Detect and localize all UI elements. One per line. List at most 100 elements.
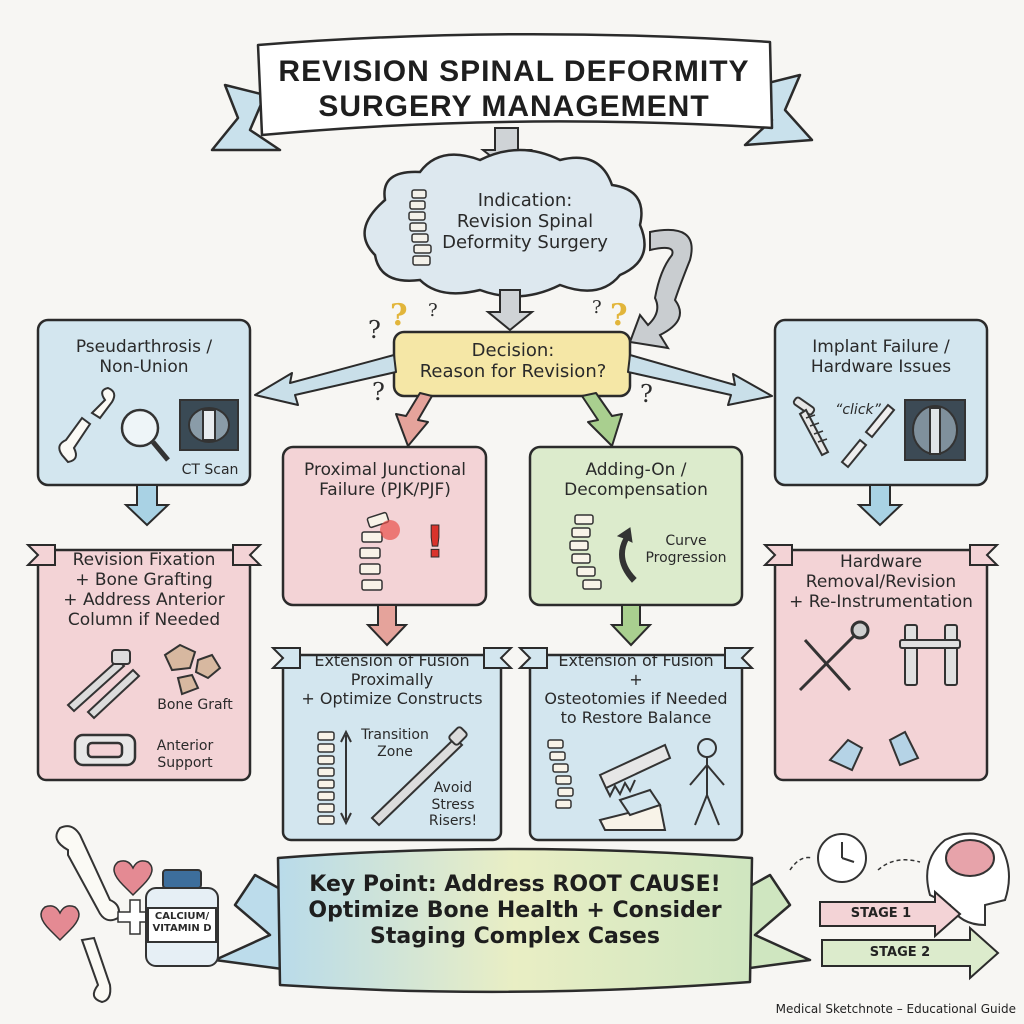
indication-cloud	[363, 148, 646, 298]
title-line-2: SURGERY MANAGEMENT	[318, 90, 710, 124]
indication-line-3: Deformity Surgery	[442, 232, 608, 254]
anterior-support-line-2: Support	[157, 754, 213, 771]
curve-progression-label: Curve Progression	[636, 533, 736, 566]
page-title: REVISION SPINAL DEFORMITY SURGERY MANAGE…	[260, 54, 768, 125]
revision-fixation-ribbon	[25, 544, 263, 566]
xray-icon	[904, 399, 966, 461]
arrow-to-implant	[627, 354, 773, 406]
bone-graft-label: Bone Graft	[157, 697, 233, 713]
exclamation-icon: !	[425, 517, 445, 568]
ct-scan-icon	[179, 399, 239, 451]
revision-fixation-box	[36, 548, 252, 782]
arrow-adding-down	[609, 604, 653, 647]
hardware-removal-title: Hardware Removal/Revision + Re-Instrumen…	[777, 552, 985, 612]
progression-arrow-icon	[616, 527, 637, 583]
clock-icon	[817, 833, 867, 883]
pedicle-screws-icon	[66, 649, 141, 720]
indication-text: Indication: Revision Spinal Deformity Su…	[420, 190, 630, 254]
key-point-text: Key Point: Address ROOT CAUSE! Optimize …	[282, 872, 748, 950]
rod-icon	[370, 726, 468, 827]
ct-scan-label: CT Scan	[181, 462, 239, 478]
saw-icon	[598, 743, 672, 799]
avoid-line-1: Avoid	[433, 780, 473, 796]
pain-burst-icon	[380, 520, 400, 540]
arrow-to-adding-on	[581, 392, 623, 447]
broken-rod-icon	[840, 403, 896, 469]
arrow-down-right	[856, 484, 904, 527]
implant-line-1: Implant Failure /	[812, 337, 950, 357]
bone-graft-icon	[163, 643, 222, 696]
key-point-banner	[213, 847, 812, 994]
adding-on-line-1: Adding-On /	[585, 460, 687, 480]
curve-progression-line-2: Progression	[645, 549, 727, 566]
question-mark-3: ?	[592, 297, 602, 318]
transition-line-1: Transition	[361, 727, 429, 743]
revision-fixation-line-2: + Bone Grafting	[75, 570, 213, 591]
stage1-arrow	[819, 889, 962, 939]
avoid-stress-risers-label: Avoid Stress Risers!	[420, 780, 486, 830]
revision-fixation-line-4: Column if Needed	[67, 610, 221, 631]
indication-line-2: Revision Spinal	[456, 211, 594, 233]
length-arrow-icon	[340, 729, 352, 826]
adding-on-title: Adding-On / Decompensation	[532, 460, 740, 500]
extension-proximal-line-3: + Optimize Constructs	[301, 688, 483, 708]
avoid-line-2: Stress	[431, 796, 475, 813]
hardware-line-2: Removal/Revision	[805, 572, 957, 593]
pseudarthrosis-line-2: Non-Union	[99, 357, 189, 378]
pjk-title: Proximal Junctional Failure (PJK/PJF)	[285, 460, 485, 500]
implant-failure-title: Implant Failure / Hardware Issues	[777, 337, 985, 377]
decision-text: Decision: Reason for Revision?	[396, 340, 630, 382]
title-banner	[210, 32, 814, 152]
bottle-label-line-1: CALCIUM/	[154, 911, 210, 922]
bone-icon	[55, 825, 120, 1004]
pjk-spine-icon	[359, 511, 390, 591]
rod-screw-construct-icon	[899, 624, 961, 686]
wrench-screwdriver-icon	[798, 620, 870, 692]
extension-osteotomy-box	[528, 653, 744, 842]
adding-on-line-2: Decompensation	[564, 480, 708, 501]
gloved-hands-icon	[828, 730, 920, 772]
decision-line-1: Decision:	[471, 340, 555, 361]
arrow-to-pjk	[395, 392, 433, 447]
question-mark-yellow-2: ?	[610, 298, 628, 333]
stage-1-label: STAGE 1	[850, 906, 912, 921]
supplement-bottle-icon	[145, 869, 219, 967]
revision-fixation-title: Revision Fixation + Bone Grafting + Addr…	[40, 550, 248, 630]
avoid-line-3: Risers!	[428, 813, 478, 830]
extension-osteotomy-line-4: to Restore Balance	[560, 707, 712, 727]
extension-osteotomy-line-2: +	[629, 669, 643, 689]
question-mark-2: ?	[428, 300, 438, 321]
heart-icon-left	[40, 905, 80, 942]
title-line-1: REVISION SPINAL DEFORMITY	[278, 55, 750, 88]
cloud-down-arrow	[485, 289, 535, 332]
pjk-line-1: Proximal Junctional	[304, 460, 466, 480]
question-mark-5: ?	[640, 380, 653, 408]
hardware-removal-box	[773, 548, 989, 782]
broken-bone-icon	[58, 386, 116, 464]
screw-icon	[792, 396, 830, 457]
extension-proximal-line-2: Proximally	[350, 669, 434, 689]
arrow-to-pseudarthrosis	[254, 354, 397, 406]
anterior-support-label: Anterior Support	[142, 738, 228, 771]
stage-2-label: STAGE 2	[869, 945, 931, 960]
bottle-label: CALCIUM/ VITAMIN D	[148, 911, 216, 935]
heart-icon-top	[113, 860, 153, 897]
stage2-arrow	[821, 925, 1000, 981]
implant-line-2: Hardware Issues	[810, 357, 952, 378]
indication-line-1: Indication:	[477, 190, 573, 211]
long-spine-icon	[317, 731, 335, 825]
extension-proximal-line-1: Extension of Fusion	[314, 651, 470, 670]
revision-fixation-line-1: Revision Fixation	[72, 550, 216, 570]
bottle-label-line-2: VITAMIN D	[152, 922, 212, 934]
question-mark-yellow-1: ?	[390, 298, 408, 333]
hardware-line-3: + Re-Instrumentation	[789, 592, 973, 613]
cage-implant-icon	[73, 733, 137, 767]
key-point-line-3: Staging Complex Cases	[370, 923, 660, 949]
extension-osteotomy-ribbon	[517, 647, 755, 669]
key-point-line-1: Key Point: Address ROOT CAUSE!	[309, 872, 721, 897]
wedge-osteotomy-icon	[598, 788, 667, 831]
extension-osteotomy-title: Extension of Fusion + Osteotomies if Nee…	[532, 651, 740, 728]
hardware-line-1: Hardware	[839, 552, 923, 572]
extension-proximal-ribbon	[270, 647, 514, 669]
pseudarthrosis-title: Pseudarthrosis / Non-Union	[40, 337, 248, 377]
